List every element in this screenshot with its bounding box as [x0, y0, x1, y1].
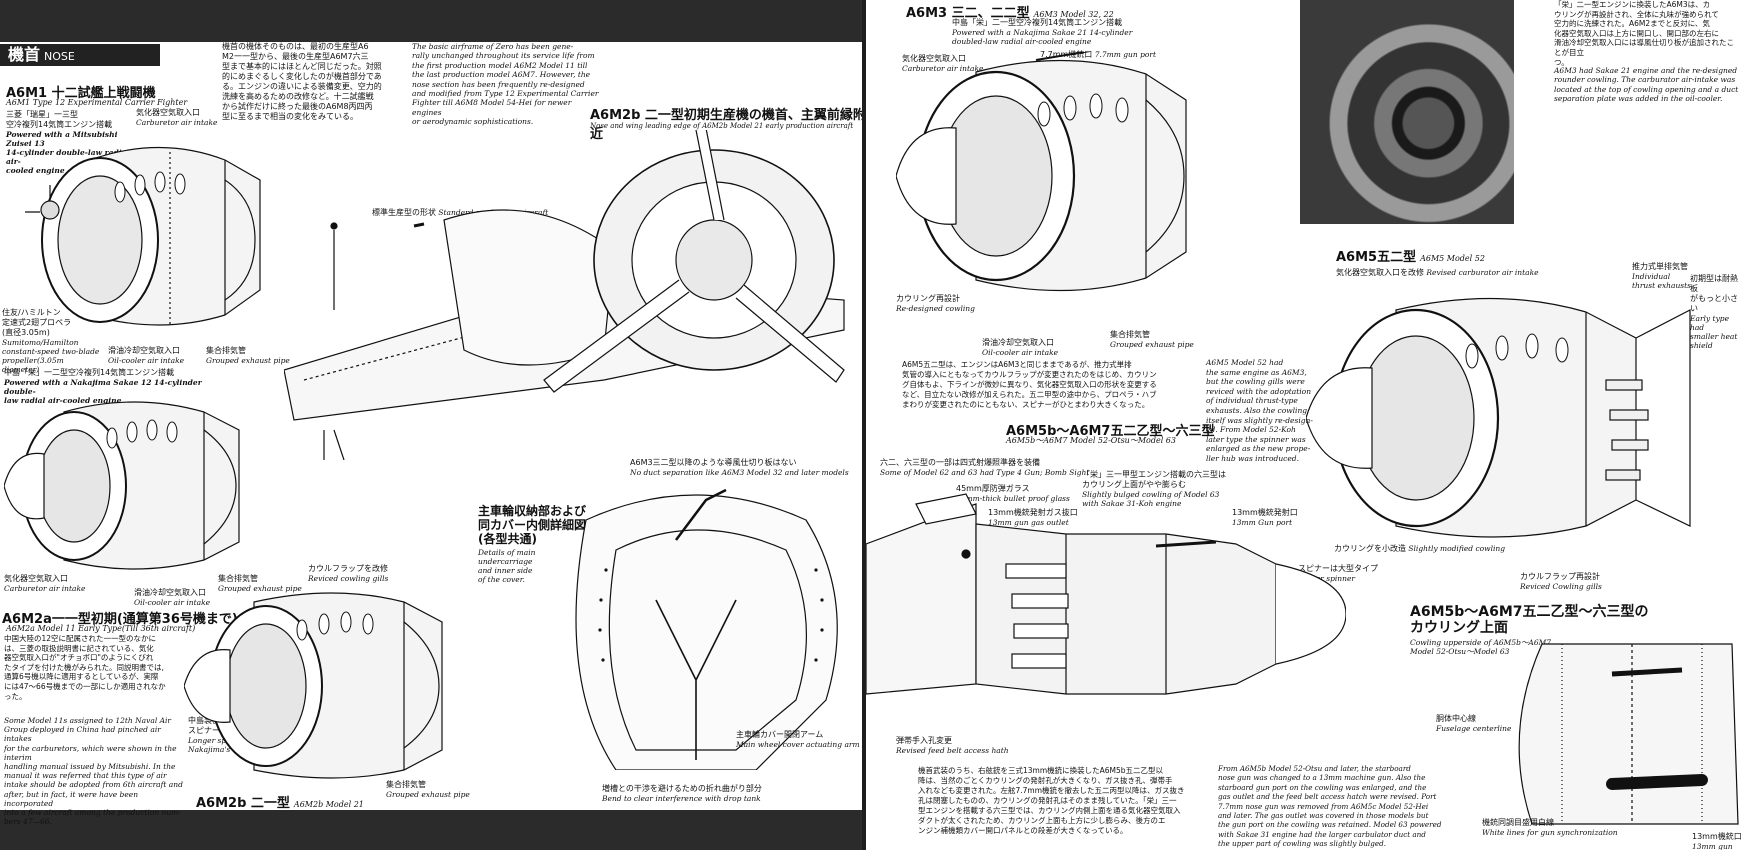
a6m5b-fuselage-drawing: [866, 493, 1346, 695]
photo-caption-jp: 「栄」二一型エンジンに換装したA6M3は、カウリングが再設計され、全体に丸味が強…: [1554, 0, 1734, 67]
a6m2b-main-heading: A6M2b 二一型初期生産機の機首、主翼前縁附近: [590, 108, 866, 142]
photo-caption-en: A6M3 had Sakae 21 engine and the re-desi…: [1554, 66, 1739, 104]
a6m5b-text-en: From A6M5b Model 52-Otsu and later, the …: [1218, 764, 1442, 849]
a6m5-text-jp: A6M5五二型は、エンジンはA6M3と同じままであるが、推力式単排気管の導入にと…: [902, 360, 1157, 409]
a6m1-cowling-drawing: [25, 146, 261, 326]
a6m5b-text-jp: 機首武装のうち、右舷銃を三式13mm機銃に換装したA6M5b五二乙型以降は、当然…: [918, 766, 1185, 835]
a6m5b-heading: A6M5b〜A6M7五二乙型〜六三型: [1006, 424, 1215, 439]
a6m3-cowling-drawing: [896, 52, 1187, 292]
a6m2a-subtitle: A6M2a Model 11 Early Type(Till 36th airc…: [6, 624, 196, 633]
top-margin-bar: [0, 0, 866, 42]
section-title-jp: 機首: [8, 45, 41, 64]
a6m1-heading: A6M1 十二試艦上戦闘機: [6, 86, 156, 101]
gear-heading: 主車輪収納部および同カバー内側詳細図(各型共通): [478, 504, 587, 546]
a6m5-cowl-label: カウリングを小改造 Slightly modified cowling: [1334, 544, 1506, 553]
a6m5-cowling-drawing: [1306, 297, 1691, 538]
a6m2a-heading: A6M2a一一型初期(通算第36号機まで): [2, 612, 238, 627]
a6m1-subtitle: A6M1 Type 12 Experimental Carrier Fighte…: [6, 98, 188, 107]
a6m2b-nose-wing-drawing: [284, 130, 845, 460]
cowl-upper-heading: A6M5b〜A6M7五二乙型〜六三型のカウリング上面: [1410, 604, 1649, 636]
a6m5b-bulge-label: 「栄」三一甲型エンジン搭載の六三型はカウリング上面がやや膨らむ Slightly…: [1082, 470, 1226, 508]
a6m2-engine-label: 中島「栄」一二型空冷複列14気筒エンジン搭載 Powered with a Na…: [4, 368, 202, 405]
a6m2b-main-subtitle: Nose and wing leading edge of A6M2b Mode…: [590, 122, 854, 130]
bottom-margin-bar: [0, 810, 866, 850]
a6m3-photo: [1300, 0, 1514, 224]
cowl-upper-drawing: [1518, 643, 1739, 825]
a6m5b-subtitle: A6M5b〜A6M7 Model 52-Otsu〜Model 63: [1006, 436, 1176, 445]
a6m2-cowling-drawing: [4, 401, 240, 570]
a6m2a-text-jp: 中国大陸の12空に配属された一一型のなかには、三菱の取扱説明書に記されている、気…: [4, 634, 166, 701]
a6m2a-cowling-drawing: [184, 592, 443, 779]
undercarriage-drawing: [575, 488, 838, 770]
a6m1-prop-label: 住友/ハミルトン定速式2翅プロペラ(直径3.05m) Sumitomo/Hami…: [2, 308, 100, 374]
a6m2a-text-en: Some Model 11s assigned to 12th Naval Ai…: [4, 716, 183, 827]
intro-text-en: The basic airframe of Zero has been gene…: [412, 42, 599, 127]
section-title-en: NOSE: [44, 50, 75, 63]
a6m5-carb-label: 気化器空気取入口を改修 Revised carburator air intak…: [1336, 268, 1539, 277]
a6m1-engine-label: 三菱「瑞星」一三型空冷複列14気筒エンジン搭載 Powered with a M…: [6, 110, 130, 175]
